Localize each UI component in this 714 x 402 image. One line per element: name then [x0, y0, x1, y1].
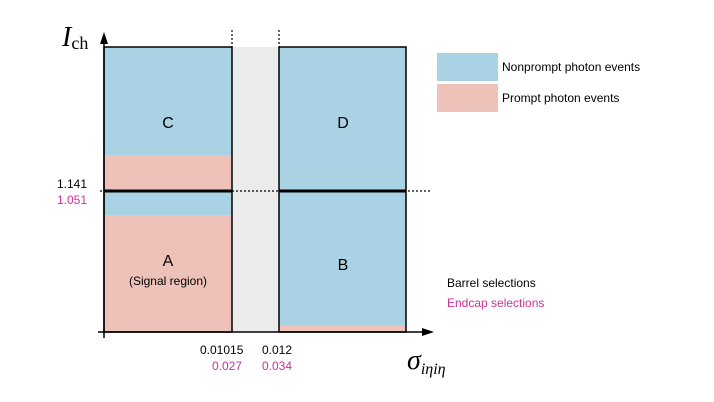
region-c-prompt [104, 155, 232, 192]
x-threshold-2-endcap-label: 0.034 [262, 359, 292, 373]
threshold-gap [232, 47, 279, 332]
y-threshold-barrel-label: 1.141 [57, 177, 87, 191]
y-axis-arrowhead [100, 32, 108, 44]
legend-prompt-swatch [437, 84, 498, 112]
region-c-nonprompt [104, 47, 232, 155]
region-a-nonprompt [104, 192, 232, 215]
region-b-nonprompt [279, 191, 406, 325]
legend-prompt-label: Prompt photon events [502, 91, 619, 105]
y-threshold-endcap-label: 1.051 [57, 193, 87, 207]
region-a-label: A [163, 253, 174, 270]
legend-nonprompt-label: Nonprompt photon events [502, 60, 640, 74]
x-threshold-1-barrel-label: 0.01015 [200, 343, 244, 357]
legend-nonprompt-swatch [437, 53, 498, 81]
x-axis-label: σiηiη [407, 345, 446, 378]
x-threshold-1-endcap-label: 0.027 [212, 359, 242, 373]
legend-endcap-label: Endcap selections [447, 296, 544, 310]
x-axis-arrowhead [422, 328, 434, 336]
region-d-nonprompt [279, 47, 406, 191]
legend-barrel-label: Barrel selections [447, 276, 536, 290]
region-a-prompt [104, 215, 232, 332]
x-threshold-2-barrel-label: 0.012 [262, 343, 292, 357]
region-b-prompt [279, 325, 406, 332]
y-axis-label: Ich [61, 22, 88, 53]
region-d-label: D [337, 115, 349, 132]
region-b-label: B [338, 257, 349, 274]
region-c-label: C [162, 115, 174, 132]
region-a-sublabel: (Signal region) [129, 274, 207, 288]
